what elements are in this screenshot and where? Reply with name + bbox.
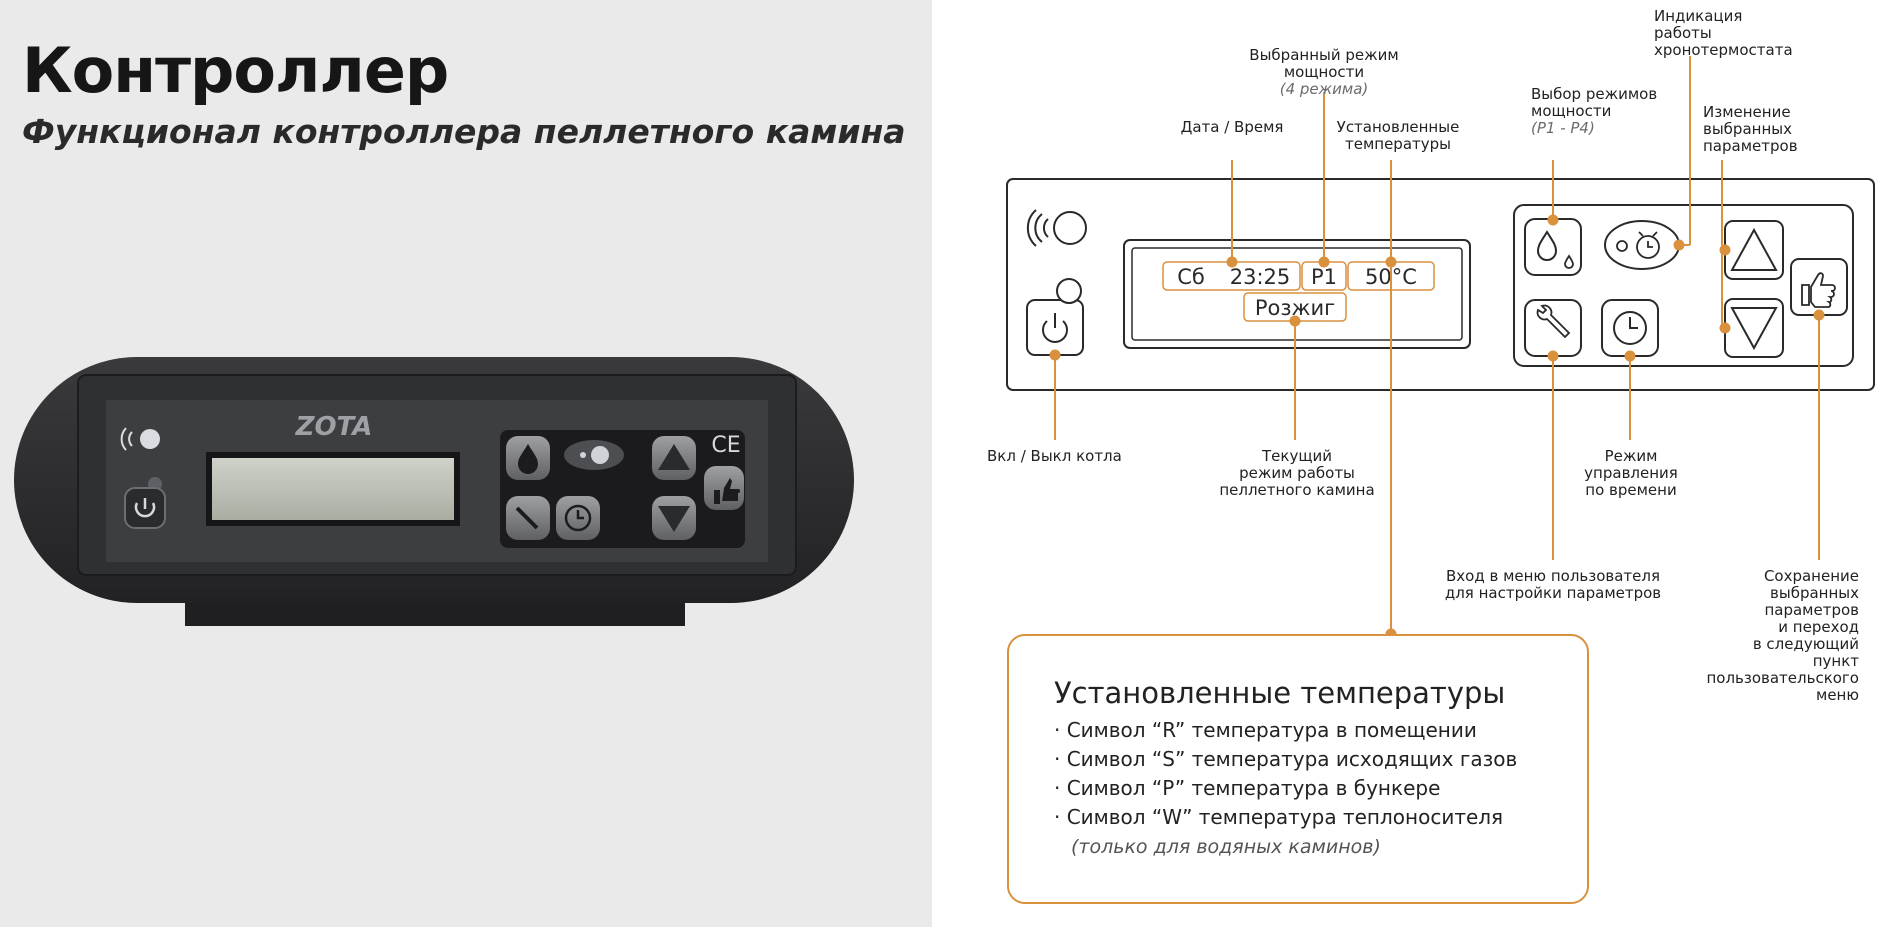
label-chronothermostat: Индикация работы хронотермостата [1654,7,1793,59]
info-item: · Символ “R” температура в помещении [1054,718,1477,742]
photo-lcd-screen [206,452,460,526]
label-time-mode: Режим управления по времени [1584,447,1678,499]
page-subtitle: Функционал контроллера пеллетного камина [22,112,906,151]
info-box-note: (только для водяных каминов) [1071,836,1381,858]
controller-photo: ZOTA [14,357,854,626]
triangle-down-icon [1724,298,1784,358]
display-power-mode: P1 [1301,261,1347,291]
diagram-controller-outline [1006,178,1875,391]
photo-keypad [500,430,745,548]
power-icon [1026,278,1084,356]
label-change-params: Изменение выбранных параметров [1703,103,1798,155]
chronothermostat-icon [1604,220,1680,270]
page-title: Контроллер [22,34,449,107]
label-set-temperatures: Установленные температуры [1336,118,1460,153]
diagram-button-panel [1513,204,1854,367]
label-user-menu: Вход в меню пользователя для настройки п… [1444,567,1662,602]
svg-text:P1: P1 [1311,265,1337,289]
photo-wireless-icon [120,427,160,451]
triangle-up-icon [1724,220,1784,280]
label-onoff: Вкл / Выкл котла [987,447,1122,465]
photo-ce-mark: CE [711,433,740,458]
flame-drop-icon [1524,218,1582,276]
info-box-title: Установленные температуры [1054,676,1506,710]
wireless-sensor-icon [1026,209,1087,247]
svg-text:23:25: 23:25 [1230,265,1291,289]
photo-brand-logo: ZOTA [295,412,373,442]
info-item: · Символ “S” температура исходящих газов [1054,747,1518,771]
label-current-mode: Текущий режим работы пеллетного камина [1219,447,1375,499]
temperatures-info-box: Установленные температуры · Символ “R” т… [1007,634,1589,904]
clock-icon [1601,299,1659,357]
info-item: · Символ “W” температура теплоносителя [1054,805,1504,829]
label-selected-power-mode: Выбранный режим мощности (4 режима) [1249,46,1399,98]
wrench-icon [1524,299,1582,357]
svg-text:Сб: Сб [1177,265,1205,289]
photo-power-button [124,487,166,529]
label-save: Сохранение выбранных параметров и перехо… [1706,567,1859,704]
label-date-time: Дата / Время [1180,118,1284,136]
info-item: · Символ “P” температура в бункере [1054,776,1441,800]
svg-text:ZOTA: ZOTA [295,412,373,442]
svg-text:CE: CE [711,433,740,458]
diagram-lcd [1123,239,1471,349]
label-power-select: Выбор режимов мощности (P1 - P4) [1531,85,1658,137]
left-panel: Контроллер Функционал контроллера пеллет… [0,0,932,927]
info-box-list: · Символ “R” температура в помещении · С… [1054,716,1517,832]
thumbs-up-icon [1790,258,1848,316]
